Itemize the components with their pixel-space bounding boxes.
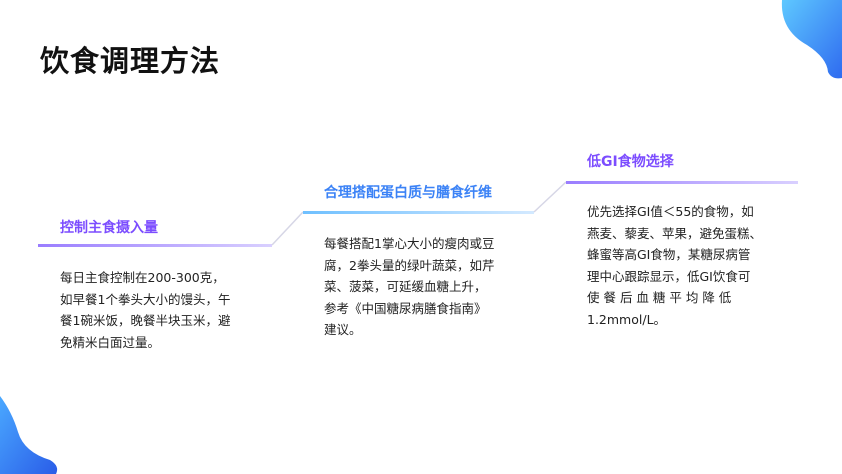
connector-2-3 <box>533 181 567 213</box>
step-3-line: 理中心跟踪显示，低GI饮食可 <box>587 268 751 284</box>
step-3-text: 优先选择GI值＜55的食物，如 燕麦、藜麦、苹果，避免蛋糕、 蜂蜜等高GI食物，… <box>587 201 779 330</box>
step-1-line: 每日主食控制在200-300克， <box>60 270 225 285</box>
step-3-line: 优先选择GI值＜55的食物，如 <box>587 204 754 219</box>
step-1-line: 免精米白面过量。 <box>60 334 161 350</box>
step-3-line: 使 餐 后 血 糖 平 均 降 低 <box>587 290 732 305</box>
step-1-title: 控制主食摄入量 <box>60 220 158 236</box>
step-2-text: 每餐搭配1掌心大小的瘦肉或豆 腐，2拳头量的绿叶蔬菜，如芹 菜、菠菜，可延缓血糖… <box>324 233 516 341</box>
step-2-line: 建议。 <box>324 322 362 337</box>
step-2-line: 腐，2拳头量的绿叶蔬菜，如芹 <box>324 257 495 273</box>
top-right-decoration <box>781 0 842 79</box>
step-1-text: 每日主食控制在200-300克， 如早餐1个拳头大小的馒头，午 餐1碗米饭，晚餐… <box>60 267 250 353</box>
page-title: 饮食调理方法 <box>40 44 221 78</box>
step-3-title: 低GI食物选择 <box>587 154 674 170</box>
bottom-left-decoration <box>0 396 58 474</box>
step-2-title: 合理搭配蛋白质与膳食纤维 <box>324 185 492 201</box>
step-2-line: 参考《中国糖尿病膳食指南》 <box>324 300 487 316</box>
step-3-line: 1.2mmol/L。 <box>587 311 667 327</box>
step-2-underline <box>303 211 534 214</box>
step-3-line: 燕麦、藜麦、苹果，避免蛋糕、 <box>587 225 763 241</box>
step-1-line: 如早餐1个拳头大小的馒头，午 <box>60 291 231 307</box>
step-2-line: 菜、菠菜，可延缓血糖上升， <box>324 279 487 294</box>
step-1-underline <box>38 244 272 247</box>
step-1-line: 餐1碗米饭，晚餐半块玉米，避 <box>60 313 231 328</box>
step-3-underline <box>566 181 798 184</box>
step-2-line: 每餐搭配1掌心大小的瘦肉或豆 <box>324 236 495 251</box>
connector-1-2 <box>271 211 304 246</box>
step-3-line: 蜂蜜等高GI食物，某糖尿病管 <box>587 247 751 262</box>
